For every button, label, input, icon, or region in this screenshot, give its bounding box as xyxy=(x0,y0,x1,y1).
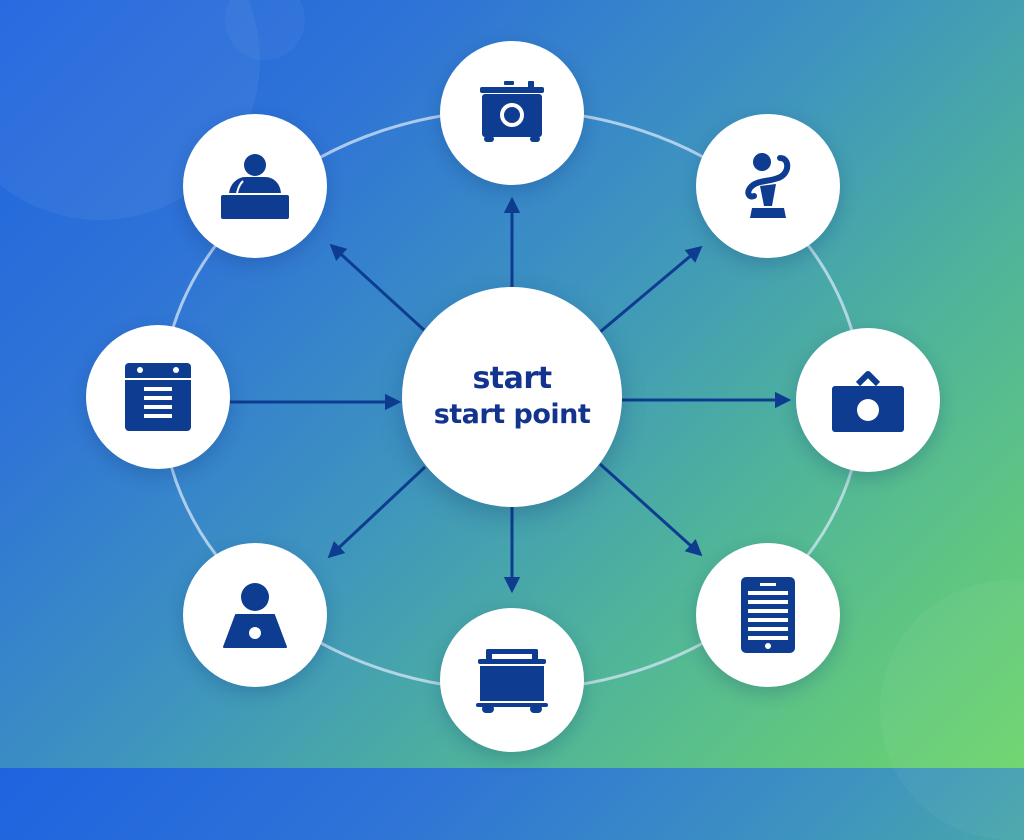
node-bottom-left[interactable] xyxy=(183,543,327,687)
arrow-to-top-left xyxy=(329,243,426,332)
arrow-to-bottom-right xyxy=(598,462,703,557)
node-top-left[interactable] xyxy=(183,114,327,258)
node-top[interactable] xyxy=(440,41,584,185)
arrow-to-top-right xyxy=(599,245,703,334)
cart-icon xyxy=(476,649,548,713)
user-icon xyxy=(223,583,287,648)
bag-camera-icon xyxy=(832,371,904,432)
node-bottom-right[interactable] xyxy=(696,543,840,687)
node-bottom[interactable] xyxy=(440,608,584,752)
calendar-list-icon xyxy=(125,363,191,431)
node-left[interactable] xyxy=(86,325,230,469)
center-hub[interactable]: start start point xyxy=(402,287,622,507)
center-title: start xyxy=(472,361,552,396)
node-top-right[interactable] xyxy=(696,114,840,258)
arrow-to-bottom-left xyxy=(327,465,427,559)
tablet-document-icon xyxy=(741,577,795,653)
trophy-figure-icon xyxy=(745,153,791,218)
user-at-desk-icon xyxy=(221,154,289,219)
camera-icon xyxy=(480,81,544,142)
node-right[interactable] xyxy=(796,328,940,472)
center-subtitle: start point xyxy=(433,399,591,430)
